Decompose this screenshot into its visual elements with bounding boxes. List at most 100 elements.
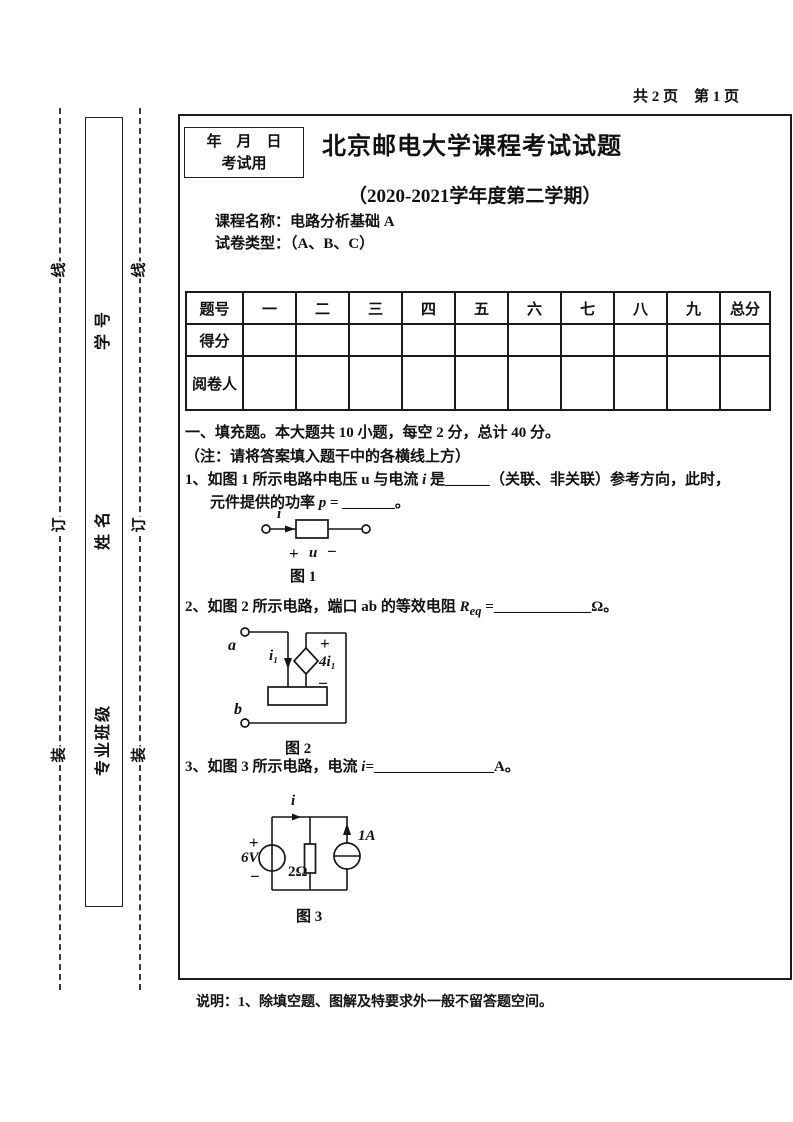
paper-type: 试卷类型：（A、B、C） <box>215 236 375 252</box>
q2-var-sub: eq <box>469 604 482 618</box>
col-header: 五 <box>454 291 509 325</box>
fig3-minus-sign: − <box>250 867 260 886</box>
student-name-field: 姓名 <box>95 505 112 551</box>
col-header: 八 <box>613 291 668 325</box>
page-current: 第 1 页 <box>694 89 740 105</box>
source-arrow-up <box>343 823 351 835</box>
footer-note: 说明：1、除填空题、图解及特要求外一般不留答题空间。 <box>196 995 553 1010</box>
fig1-plus-sign: + <box>289 544 299 563</box>
col-header: 六 <box>507 291 562 325</box>
q2-text: Ω。 <box>591 599 619 615</box>
figure-3: i + 6V − 2Ω 1A 图 3 <box>240 793 390 926</box>
q3-text: A。 <box>494 759 520 775</box>
terminal-a <box>240 627 250 637</box>
q1-var-p: p <box>318 495 327 511</box>
figure-2-caption: 图 2 <box>285 741 312 757</box>
exam-title: 北京邮电大学课程考试试题 <box>322 134 622 160</box>
score-cell <box>348 323 403 357</box>
col-header: 一 <box>242 291 297 325</box>
q1-text: 元件提供的功率 <box>210 495 319 511</box>
score-cell <box>613 323 668 357</box>
q1-text: 。 <box>394 495 410 511</box>
figure-3-caption: 图 3 <box>296 909 323 925</box>
question-2: 2、如图 2 所示电路，端口 ab 的等效电阻 Req =___________… <box>185 595 618 619</box>
current-arrow-down <box>284 658 292 669</box>
current-arrow-right <box>292 813 301 821</box>
q1-text: 如图 1 所示电路中电压 u 与电流 <box>207 472 423 488</box>
figure-1: i + u − 图 1 <box>240 503 385 585</box>
terminal-b <box>240 718 250 728</box>
exam-term: （2020-2021学年度第二学期） <box>348 186 602 207</box>
table-row-grader: 阅卷人 <box>185 355 771 411</box>
figure-2-circuit <box>240 627 347 728</box>
date-box-line2: 考试用 <box>221 156 267 172</box>
fig2-minus-sign: − <box>318 674 328 693</box>
score-cell <box>242 323 297 357</box>
col-header: 题号 <box>185 291 244 325</box>
grader-cell <box>560 355 615 411</box>
q3-number: 3、 <box>185 759 208 775</box>
grader-cell <box>613 355 668 411</box>
fig3-voltage-value: 6V <box>241 850 259 866</box>
terminal-left <box>261 524 271 534</box>
question-3: 3、如图 3 所示电路，电流 i=________________A。 <box>185 755 520 776</box>
q1-blank-1: ______ <box>445 472 491 488</box>
date-box: 年 月 日 考试用 <box>184 127 304 178</box>
fig3-plus-sign: + <box>249 833 259 852</box>
fig1-voltage-label: u <box>309 545 318 561</box>
grader-cell <box>507 355 562 411</box>
fig2-current-i1-label: i₁ <box>269 648 279 664</box>
figure-1-circuit <box>261 519 371 539</box>
fig2-source-value-label: 4i₁ <box>319 654 336 670</box>
q2-text: 如图 2 所示电路，端口 ab 的等效电阻 <box>207 599 460 615</box>
figure-2: a i₁ + 4i₁ − b 图 2 <box>225 618 370 758</box>
table-row-header: 题号 一 二 三 四 五 六 七 八 九 总分 <box>185 291 771 325</box>
question-1-line-2: 元件提供的功率 p = _______。 <box>210 491 410 512</box>
bottom-element-box <box>267 686 328 706</box>
row-label-score: 得分 <box>185 323 244 357</box>
row-label-grader: 阅卷人 <box>185 355 244 411</box>
binding-label-pack: 装 <box>50 746 70 764</box>
binding-dashed-line-right <box>139 108 141 990</box>
grader-cell <box>401 355 456 411</box>
fig1-minus-sign: − <box>327 542 337 561</box>
score-cell <box>507 323 562 357</box>
section-note: （注：请将答案填入题干中的各横线上方） <box>185 449 471 465</box>
fig2-plus-sign: + <box>320 634 330 653</box>
table-row-score: 得分 <box>185 323 771 357</box>
section-heading: 一、填充题。本大题共 10 小题，每空 2 分，总计 40 分。 <box>185 425 561 441</box>
pages-total: 共 2 页 <box>633 89 679 105</box>
score-cell <box>454 323 509 357</box>
col-header: 三 <box>348 291 403 325</box>
grader-cell <box>295 355 350 411</box>
current-arrow <box>285 525 295 533</box>
date-box-line1: 年 月 日 <box>206 134 282 150</box>
score-cell <box>560 323 615 357</box>
element-box <box>295 519 329 539</box>
terminal-right <box>361 524 371 534</box>
fig2-terminal-a-label: a <box>228 637 236 654</box>
col-header: 四 <box>401 291 456 325</box>
q1-number: 1、 <box>185 472 208 488</box>
binding-dashed-line-left <box>59 108 61 990</box>
q1-text: 是 <box>426 472 446 488</box>
q2-blank: _____________ <box>493 599 592 615</box>
q2-var-R: R <box>459 599 470 615</box>
col-header: 二 <box>295 291 350 325</box>
score-cell <box>295 323 350 357</box>
fig3-current-label: i <box>291 793 296 809</box>
grader-cell <box>719 355 771 411</box>
q2-text: = <box>481 599 494 615</box>
grader-cell <box>666 355 721 411</box>
student-class-field: 专业班级 <box>95 703 112 777</box>
q1-text: = <box>326 495 343 511</box>
q3-var-i: i <box>361 759 366 775</box>
grader-cell <box>454 355 509 411</box>
fig1-current-label: i <box>277 506 282 522</box>
score-table-wrap: 题号 一 二 三 四 五 六 七 八 九 总分 得分 阅卷人 <box>185 291 771 411</box>
grader-cell <box>242 355 297 411</box>
grader-cell <box>348 355 403 411</box>
binding-label-thread-2: 线 <box>130 261 150 279</box>
binding-label-stitch: 订 <box>50 516 70 534</box>
col-header: 九 <box>666 291 721 325</box>
